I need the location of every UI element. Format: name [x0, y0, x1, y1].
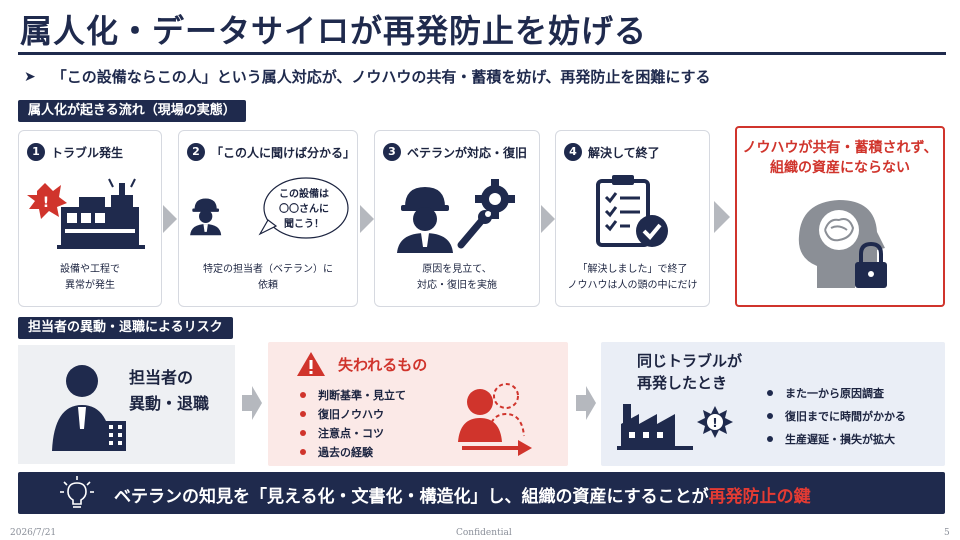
banner-main: ベテランの知見を「見える化・文書化・構造化」し、組織の資産にすることが — [114, 487, 709, 507]
chevron-right-icon — [360, 205, 374, 233]
locked-brain-head-icon — [798, 200, 887, 288]
step-caption-line1: 設備や工程で — [60, 264, 120, 275]
arrow-right-icon — [242, 386, 262, 420]
step-caption-line2: ノウハウは人の頭の中にだけ — [567, 280, 698, 291]
footer-confidential: Confidential — [456, 528, 512, 538]
flow-step-1: 1 トラブル発生 ! 設備や工程で 異常が発生 — [18, 130, 162, 307]
recur-line1: 同じトラブルが — [637, 352, 743, 370]
warning-icon — [297, 352, 325, 376]
chevron-right-icon — [163, 205, 177, 233]
flow-section-label: 属人化が起きる流れ（現場の実態） — [18, 100, 246, 122]
lost-title: 失われるもの — [338, 356, 428, 374]
bubble-line1: この設備は — [279, 189, 329, 200]
step-caption-line2: 依頼 — [258, 280, 278, 291]
svg-text:!: ! — [712, 416, 717, 430]
bullet-dot — [767, 436, 773, 442]
step-heading: 解決して終了 — [588, 145, 660, 160]
bullet-dot — [300, 449, 306, 455]
veteran-worker-icon — [190, 198, 222, 236]
bullet-dot — [300, 411, 306, 417]
arrow-right-icon — [576, 386, 596, 420]
risk-section-label: 担当者の異動・退職によるリスク — [18, 317, 233, 339]
page-number: 5 — [944, 528, 950, 538]
conclusion-banner: ベテランの知見を「見える化・文書化・構造化」し、組織の資産にすることが再発防止の… — [18, 472, 945, 514]
bullet-dot — [300, 392, 306, 398]
lead-statement: ➤ 「この設備ならこの人」という属人対応が、ノウハウの共有・蓄積を妨げ、再発防止… — [24, 66, 711, 87]
arrow-right-icon: ➤ — [24, 68, 36, 85]
recur-item: 復旧までに時間がかかる — [767, 408, 906, 424]
lost-item: 復旧ノウハウ — [300, 406, 384, 422]
person-leaving-icon — [458, 383, 532, 456]
recur-line2: 再発したとき — [637, 374, 728, 392]
recur-item: また一から原因調査 — [767, 385, 884, 401]
result-line1: ノウハウが共有・蓄積されず、 — [742, 140, 938, 156]
step-caption-line2: 異常が発生 — [65, 280, 115, 291]
step-heading: ベテランが対応・復旧 — [407, 145, 528, 160]
lost-item: 過去の経験 — [300, 444, 373, 460]
person-line2: 異動・退職 — [129, 394, 210, 413]
step-caption-line2: 対応・復旧を実施 — [417, 280, 497, 291]
step-caption-line1: 特定の担当者（ベテラン）に — [203, 264, 333, 275]
svg-text:!: ! — [43, 195, 49, 211]
banner-highlight: 再発防止の鍵 — [708, 487, 811, 507]
title-divider — [18, 52, 946, 55]
step-caption-line1: 「解決しました」で終了 — [577, 264, 688, 275]
businessperson-building-icon — [52, 365, 126, 451]
bubble-line3: 聞こう！ — [284, 219, 324, 230]
worker-tools-icon — [397, 179, 515, 253]
bullet-dot — [300, 430, 306, 436]
bullet-dot — [767, 390, 773, 396]
recurrence-box: 同じトラブルが 再発したとき ! また一から原因調査 復旧までに時間がかかる 生… — [601, 342, 945, 466]
speech-bubble: この設備は 〇〇さんに 聞こう！ — [258, 176, 350, 244]
lost-knowledge-box: 失われるもの 判断基準・見立て 復旧ノウハウ 注意点・コツ 過去の経験 — [268, 342, 568, 466]
person-transfer-box: 担当者の 異動・退職 — [18, 345, 235, 464]
step-caption-line1: 原因を見立て、 — [422, 264, 492, 275]
factory-alert-icon: ! — [617, 404, 733, 450]
lightbulb-icon — [60, 476, 94, 508]
chevron-right-icon — [541, 205, 555, 233]
bubble-line2: 〇〇さんに — [279, 204, 329, 215]
flow-step-3: 3 ベテランが対応・復旧 原因を見立て、 対応・復旧を実施 — [374, 130, 540, 307]
lost-item: 判断基準・見立て — [300, 387, 406, 403]
checklist-icon — [596, 175, 668, 247]
bullet-dot — [767, 413, 773, 419]
step-number: 4 — [564, 143, 582, 161]
lead-text: 「この設備ならこの人」という属人対応が、ノウハウの共有・蓄積を妨げ、再発防止を困… — [51, 68, 711, 86]
page-title: 属人化・データサイロが再発防止を妨げる — [20, 12, 648, 50]
footer-date: 2026/7/21 — [10, 528, 57, 538]
result-line2: 組織の資産にならない — [770, 160, 910, 176]
chevron-right-icon — [714, 201, 730, 233]
machine-alert-icon: ! — [27, 178, 145, 249]
recur-item: 生産遅延・損失が拡大 — [767, 431, 895, 447]
step-number: 1 — [27, 143, 45, 161]
step-number: 2 — [187, 143, 205, 161]
lost-item: 注意点・コツ — [300, 425, 384, 441]
step-heading: 「この人に聞けば分かる」 — [211, 145, 356, 160]
speech-bubble-icon — [258, 177, 349, 239]
result-card: ノウハウが共有・蓄積されず、 組織の資産にならない — [735, 126, 945, 307]
step-number: 3 — [383, 143, 401, 161]
flow-step-4: 4 解決して終了 「解決しました」で終了 ノウハウは人の頭の中にだけ — [555, 130, 710, 307]
step-heading: トラブル発生 — [51, 145, 124, 160]
person-line1: 担当者の — [129, 368, 194, 387]
